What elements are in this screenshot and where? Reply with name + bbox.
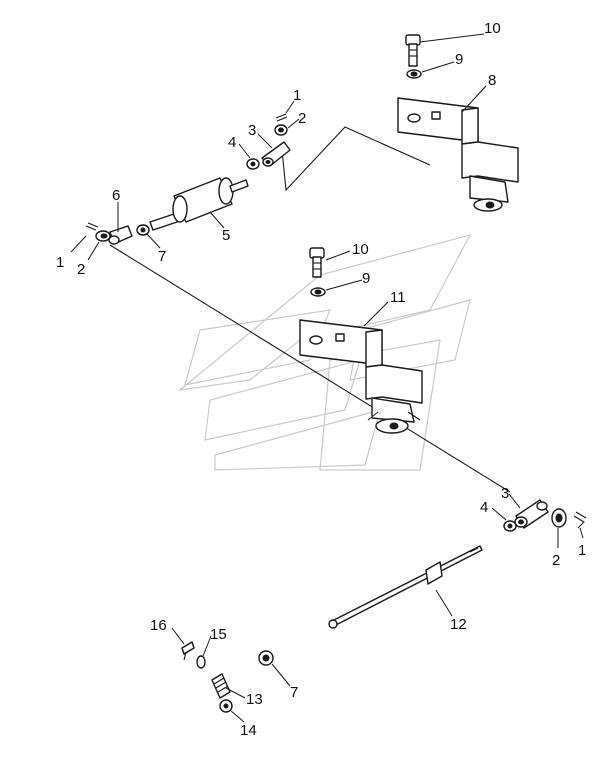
callout-13: 13 — [246, 691, 263, 708]
callout-1-top: 1 — [293, 87, 301, 104]
nut-4-left — [246, 158, 260, 170]
bolt-10-top — [405, 34, 421, 67]
bracket-assembly-middle — [299, 247, 423, 434]
callout-9-middle: 9 — [362, 270, 370, 287]
leader-lines — [70, 33, 584, 723]
nut-4-right — [503, 520, 517, 532]
cylinder-5 — [149, 177, 249, 231]
callout-16: 16 — [150, 617, 167, 634]
clevis-pin-2-right — [551, 508, 567, 528]
callout-7-left: 7 — [158, 248, 166, 265]
callout-5: 5 — [222, 227, 230, 244]
bolt-10-middle — [309, 247, 325, 278]
connector-lines — [109, 126, 511, 493]
callout-2-right: 2 — [552, 552, 560, 569]
joint-14 — [219, 699, 233, 713]
lever-3-right — [514, 499, 549, 529]
clevis-pin-2-left — [95, 230, 111, 242]
cotter-pin-1-top — [275, 113, 288, 122]
callout-14: 14 — [240, 722, 257, 739]
bracket-8 — [397, 97, 519, 212]
clevis-pin-2-top — [274, 124, 288, 136]
bracket-11 — [299, 319, 423, 434]
callout-8: 8 — [488, 72, 496, 89]
callout-1-right: 1 — [578, 542, 586, 559]
clevis-6 — [108, 225, 133, 245]
callout-11: 11 — [390, 289, 406, 306]
small-parts — [181, 641, 274, 713]
callout-10-middle: 10 — [352, 241, 369, 258]
washer-9-middle — [310, 287, 326, 297]
spring-13 — [211, 673, 231, 699]
callout-10-top: 10 — [484, 20, 501, 37]
callout-2-left: 2 — [77, 261, 85, 278]
callout-1-left: 1 — [56, 254, 64, 271]
watermark-logo — [177, 234, 472, 471]
nut-7-bottom — [258, 650, 274, 666]
bracket-assembly-top — [397, 34, 519, 212]
rod-12 — [328, 545, 483, 629]
cotter-pin-1-right — [573, 511, 587, 529]
cylinder-assembly — [85, 113, 291, 245]
callout-4-left: 4 — [228, 134, 236, 151]
callout-labels: 1 2 3 4 5 6 7 1 2 10 9 8 10 9 11 3 4 2 1… — [56, 20, 586, 739]
pin-16 — [181, 641, 195, 661]
lever-3-left — [261, 141, 291, 167]
lever-assembly-right — [503, 499, 587, 532]
callout-9-top: 9 — [455, 51, 463, 68]
callout-15: 15 — [210, 626, 227, 643]
callout-4-right: 4 — [480, 499, 488, 516]
nut-7-left — [136, 224, 150, 236]
callout-6: 6 — [112, 187, 120, 204]
callout-3-left: 3 — [248, 122, 256, 139]
callout-2-top: 2 — [298, 110, 306, 127]
callout-3-right: 3 — [501, 485, 509, 502]
washer-9-top — [406, 69, 422, 79]
callout-12: 12 — [450, 616, 467, 633]
cotter-pin-1-left — [85, 222, 99, 231]
callout-7-bottom: 7 — [290, 684, 298, 701]
ring-15 — [196, 655, 206, 669]
